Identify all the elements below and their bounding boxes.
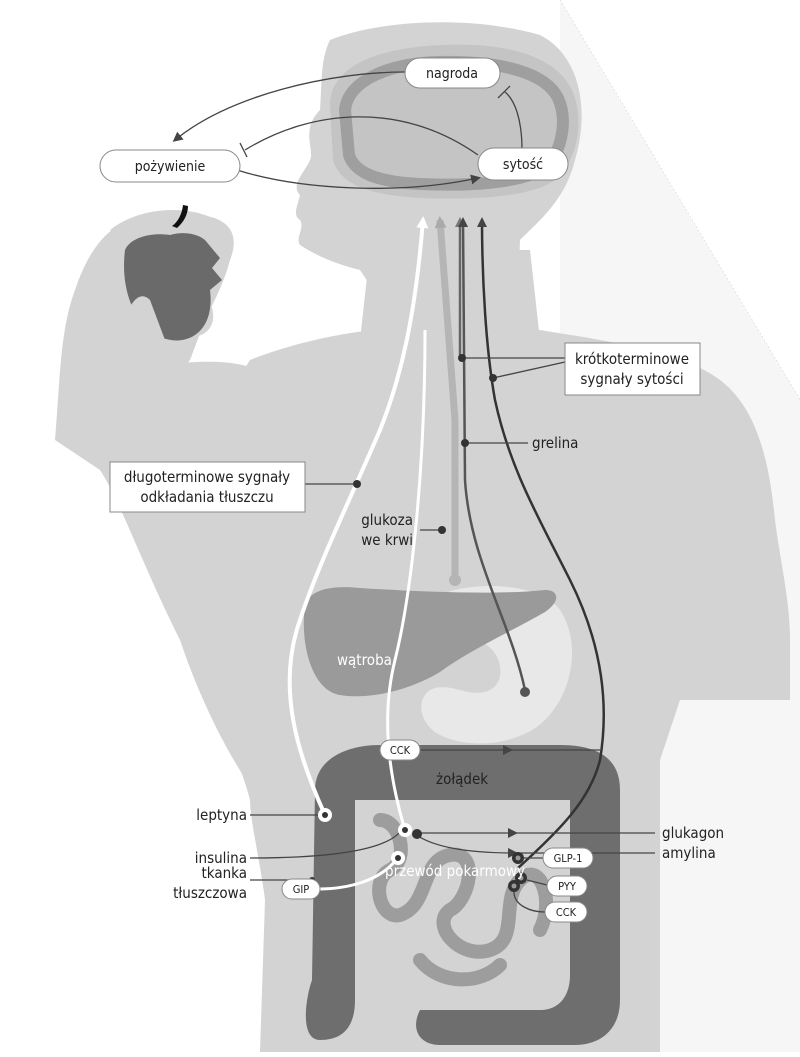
svg-text:CCK: CCK xyxy=(390,744,411,757)
svg-text:CCK: CCK xyxy=(556,906,577,919)
cck-bottom-dot-inner xyxy=(512,884,517,889)
short-term-dot-1 xyxy=(458,354,466,362)
dlugoterminowe-box: długoterminowe sygnały odkładania tłuszc… xyxy=(110,462,305,512)
leptyna-label: leptyna xyxy=(196,806,247,824)
tkanka-label-line2: tłuszczowa xyxy=(173,884,247,902)
grelina-dot xyxy=(461,439,469,447)
przewod-label: przewód pokarmowy xyxy=(385,862,525,880)
glp1-pill: GLP-1 xyxy=(543,848,593,868)
svg-text:sygnały sytości: sygnały sytości xyxy=(580,370,683,388)
cck-top-pill: CCK xyxy=(380,740,420,760)
glukoza-label-line1: glukoza xyxy=(361,511,413,529)
svg-text:GIP: GIP xyxy=(293,883,310,896)
zoladek-label: żołądek xyxy=(436,770,488,788)
svg-text:PYY: PYY xyxy=(558,880,577,893)
krotkoterminowe-box: krótkoterminowe sygnały sytości xyxy=(565,343,700,395)
svg-text:sytość: sytość xyxy=(503,157,543,173)
insulina-dot xyxy=(402,827,408,833)
pozywienie-pill: pożywienie xyxy=(100,150,240,182)
grelina-label: grelina xyxy=(532,434,578,452)
svg-text:nagroda: nagroda xyxy=(426,66,478,82)
cck-bottom-pill: CCK xyxy=(545,902,587,922)
dlugoterminowe-dot xyxy=(353,480,361,488)
gip-dot xyxy=(395,855,401,861)
glukagon-label: glukagon xyxy=(662,824,724,842)
glukagon-dot xyxy=(412,829,422,839)
amylina-label: amylina xyxy=(662,844,716,862)
svg-text:GLP-1: GLP-1 xyxy=(554,852,583,865)
glukoza-label-line2: we krwi xyxy=(361,531,413,549)
tkanka-label-line1: tkanka xyxy=(202,864,247,882)
glp1-dot-inner xyxy=(516,856,521,861)
pyy-pill: PYY xyxy=(547,876,587,896)
svg-text:długoterminowe sygnały: długoterminowe sygnały xyxy=(124,468,290,486)
short-term-dot-2 xyxy=(489,374,497,382)
leptyna-dot xyxy=(322,812,328,818)
sytosc-pill: sytość xyxy=(478,148,568,180)
svg-text:krótkoterminowe: krótkoterminowe xyxy=(575,350,689,368)
gip-pill: GIP xyxy=(282,879,320,899)
watroba-label: wątroba xyxy=(337,651,392,669)
svg-text:pożywienie: pożywienie xyxy=(135,159,206,175)
glucose-source-dot xyxy=(449,574,461,586)
ghrelin-source-dot xyxy=(520,687,530,697)
nagroda-pill: nagroda xyxy=(405,58,500,88)
svg-text:odkładania tłuszczu: odkładania tłuszczu xyxy=(140,488,273,506)
glukoza-dot xyxy=(438,526,446,534)
